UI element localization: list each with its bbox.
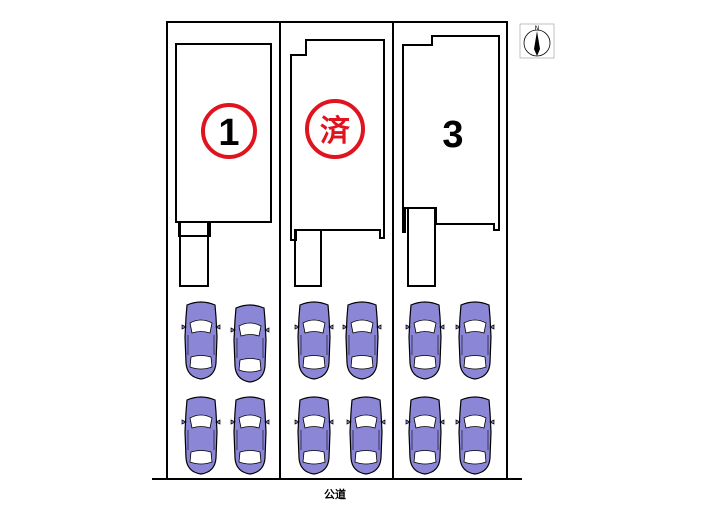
- car-icon: [181, 396, 221, 475]
- compass-label: N: [535, 25, 540, 32]
- road-label: 公道: [324, 488, 346, 501]
- compass-icon: N: [519, 23, 555, 59]
- carport-1: [179, 221, 209, 287]
- car-icon: [294, 301, 334, 380]
- lot-label-circle-1: [201, 103, 257, 159]
- car-icon: [405, 396, 445, 475]
- car-icon: [455, 396, 495, 475]
- car-icon: [405, 301, 445, 380]
- carport-2: [294, 229, 322, 287]
- car-icon: [181, 301, 221, 380]
- carport-3: [407, 207, 436, 287]
- car-icon: [455, 301, 495, 380]
- car-icon: [230, 396, 270, 475]
- sold-mark: 済: [320, 114, 351, 149]
- car-icon: [294, 396, 334, 475]
- lot-label-1: 1: [218, 112, 239, 154]
- lot-label-circle-2: [305, 99, 365, 159]
- lot-label-3: 3: [442, 114, 463, 156]
- house-outline-1: [175, 43, 272, 237]
- car-icon: [342, 301, 382, 380]
- lot-boundary-3: [392, 21, 508, 480]
- car-icon: [346, 396, 386, 475]
- car-icon: [230, 304, 270, 383]
